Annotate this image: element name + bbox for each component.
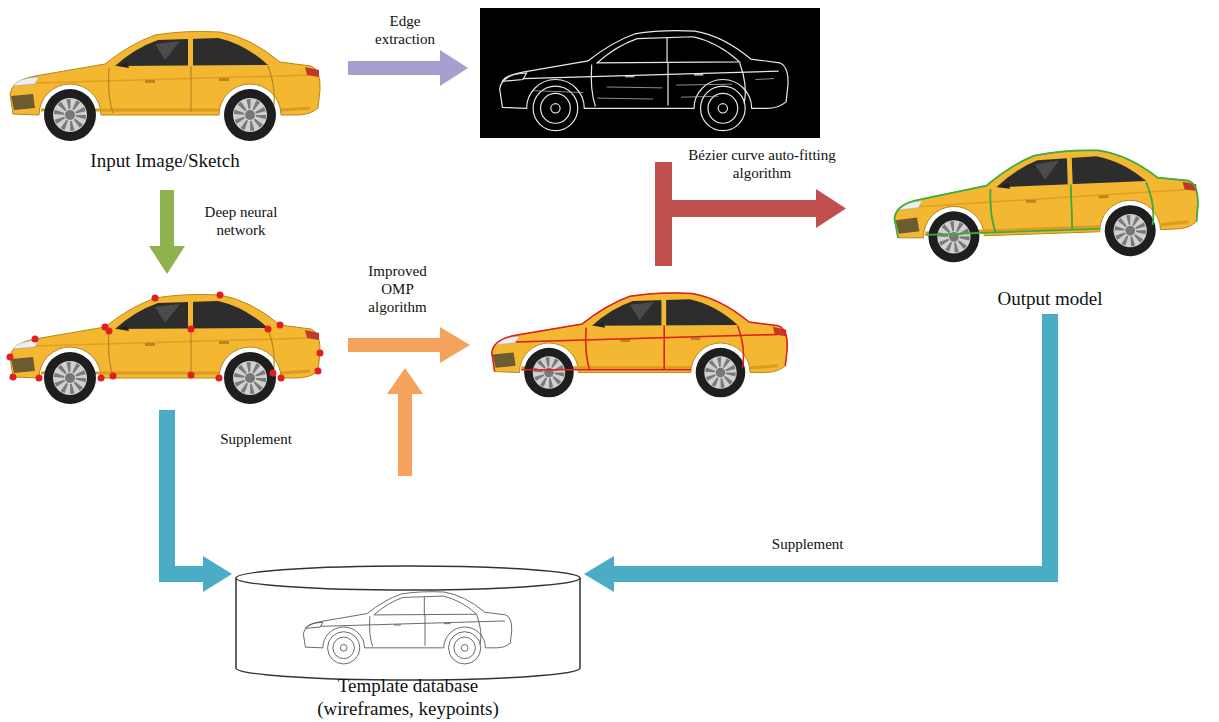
supplement-connector bbox=[584, 314, 1050, 592]
edge-lines bbox=[500, 31, 788, 131]
arrow-label: Improved OMP algorithm bbox=[360, 262, 435, 316]
arrow-label: Supplement bbox=[196, 430, 316, 448]
node-caption: Template database (wireframes, keypoints… bbox=[293, 675, 523, 720]
image-node: Input Image/Sketch bbox=[5, 20, 325, 172]
arrow-label: Edge extraction bbox=[365, 12, 445, 48]
node-caption: Input Image/Sketch bbox=[90, 150, 239, 172]
output-car bbox=[892, 146, 1199, 264]
input-car bbox=[10, 31, 320, 141]
keypoint-car bbox=[7, 292, 324, 405]
keypoints bbox=[7, 292, 324, 382]
edge-image bbox=[480, 8, 820, 138]
edge-extraction-arrow bbox=[348, 50, 468, 86]
database-cylinder bbox=[236, 566, 580, 680]
dnn-arrow bbox=[149, 190, 185, 274]
edge-label: Supplement bbox=[769, 535, 847, 553]
fitted-car bbox=[492, 293, 788, 397]
omp-arrow bbox=[348, 327, 470, 476]
connector-line bbox=[612, 314, 1050, 574]
image-node: Output model bbox=[890, 138, 1210, 310]
arrow-label: Deep neural network bbox=[186, 203, 296, 239]
arrow-head bbox=[584, 556, 614, 592]
arrow-label: Bézier curve auto-fitting algorithm bbox=[684, 146, 840, 182]
image-node: Template database (wireframes, keypoints… bbox=[232, 560, 584, 720]
node-caption: Output model bbox=[997, 288, 1102, 310]
